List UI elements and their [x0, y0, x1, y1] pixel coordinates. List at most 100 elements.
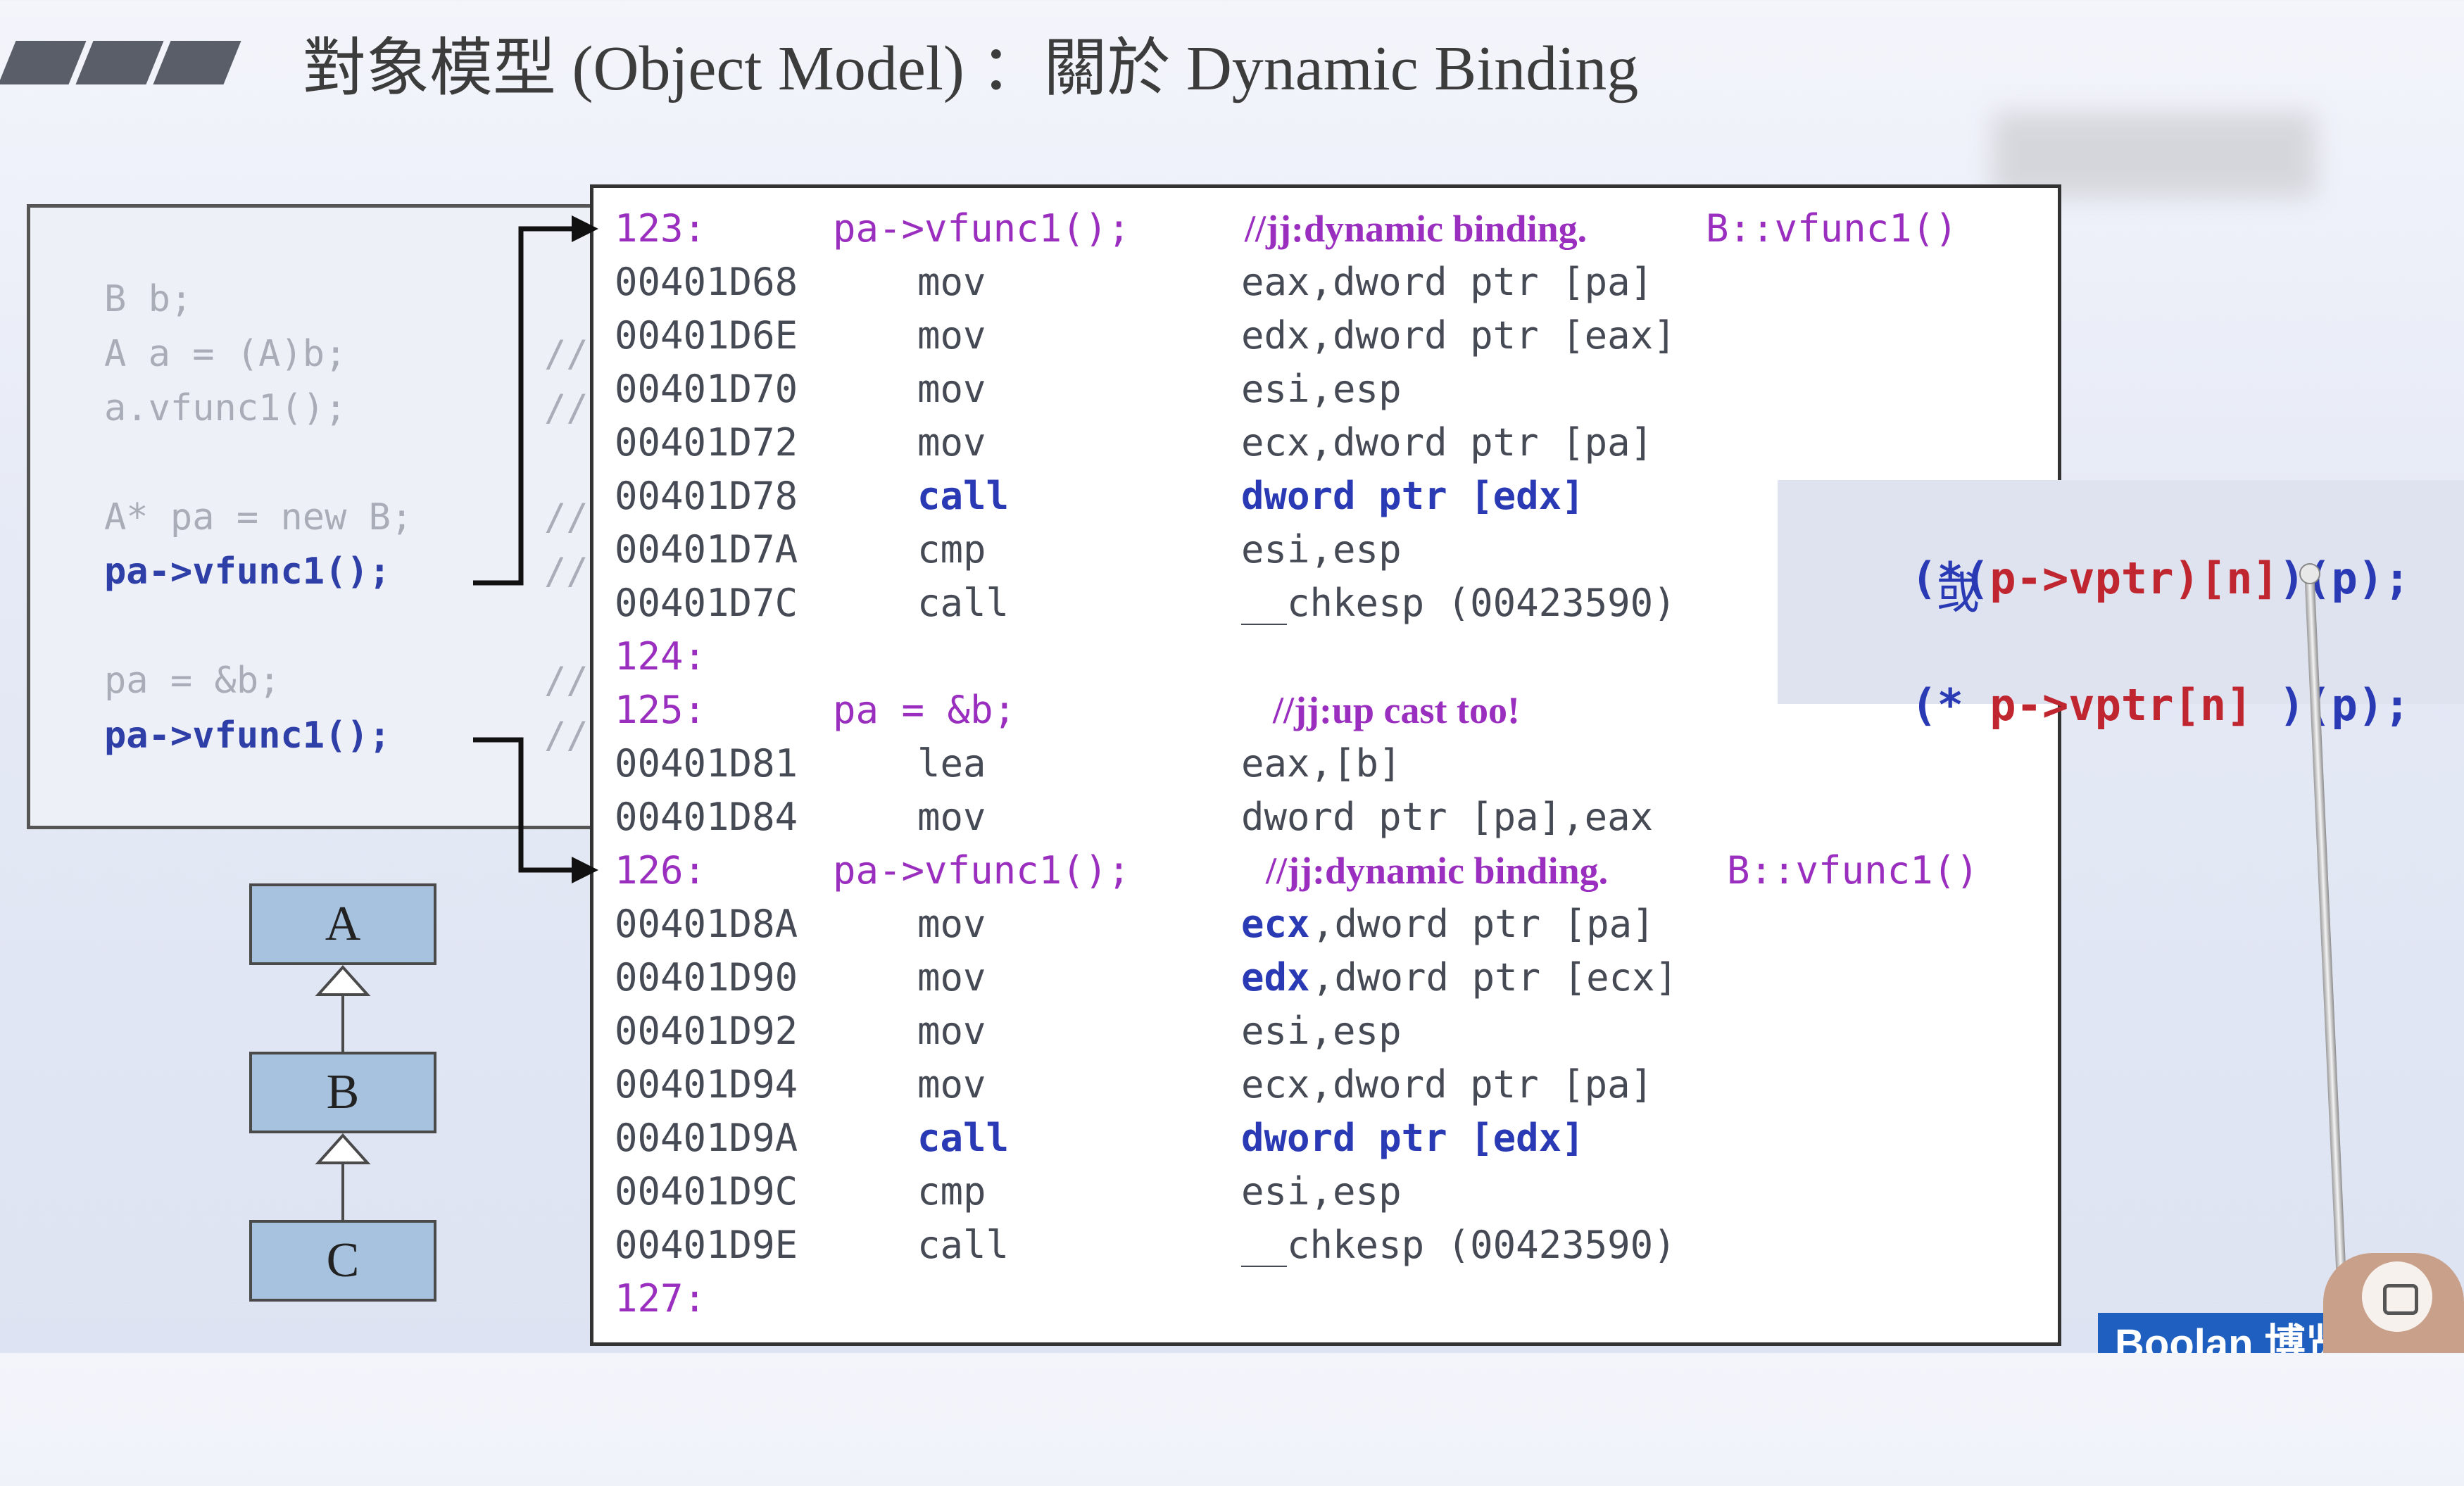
operands: esi,esp [1241, 1009, 1402, 1053]
arrow-line-2 [473, 737, 577, 873]
asm-row: 00401D72 mov ecx,dword ptr [pa] [593, 416, 2058, 470]
arrowhead-2 [572, 857, 598, 883]
blurred-region [1992, 113, 2316, 197]
code-line: A* pa = new B; [104, 496, 413, 539]
opcode: call [917, 581, 1010, 625]
operands-highlighted: dword ptr [edx] [1241, 1116, 1585, 1160]
asm-row: 00401D6E mov edx,dword ptr [eax] [593, 309, 2058, 363]
formula-line-1: (*(p->vptr)[n])(p); [1806, 501, 2410, 655]
code-line: pa = &b; [104, 660, 281, 702]
formula-part: (* [1911, 679, 1990, 731]
opcode: mov [917, 367, 986, 411]
address: 00401D84 [615, 795, 798, 839]
operands: __chkesp (00423590) [1241, 581, 1676, 625]
operands: esi,esp [1241, 1169, 1402, 1214]
address: 00401D72 [615, 420, 798, 465]
operands: ,dword ptr [ecx] [1312, 955, 1678, 1000]
comment-mark: // [544, 333, 589, 375]
asm-comment: //jj:up cast too! [1273, 689, 1520, 731]
line-number: 123: [615, 206, 707, 251]
asm-row: 124: [593, 630, 2058, 684]
formula-line-2: (* p->vptr[n] )(p); [1806, 628, 2410, 782]
pointer-tip [2299, 563, 2320, 584]
opcode: mov [917, 420, 986, 465]
code-line-highlighted: pa->vfunc1(); [104, 714, 391, 757]
asm-row: 00401D81 lea eax,[b] [593, 737, 2058, 791]
asm-comment: //jj:dynamic binding. [1266, 850, 1609, 892]
source-code-panel: B b; A a = (A)b; a.vfunc1(); A* pa = new… [27, 204, 604, 829]
class-box-a: A [249, 883, 436, 965]
address: 00401D7C [615, 581, 798, 625]
address: 00401D90 [615, 955, 798, 1000]
comment-mark: // [544, 660, 589, 702]
watermark-tv-icon [2362, 1261, 2432, 1332]
opcode: cmp [917, 1169, 986, 1214]
opcode-highlighted: call [917, 474, 1010, 518]
asm-row: 00401D70 mov esi,esp [593, 363, 2058, 416]
source-text: pa = &b; [833, 688, 1017, 732]
asm-row: 00401D84 mov dword ptr [pa],eax [593, 791, 2058, 844]
comment-mark: // [544, 496, 589, 539]
opcode: lea [917, 741, 986, 786]
formula-box: (*(p->vptr)[n])(p); 或 (* p->vptr[n] )(p)… [1778, 480, 2464, 731]
opcode: cmp [917, 527, 986, 572]
line-number: 124: [615, 634, 707, 679]
asm-comment: //jj:dynamic binding. [1245, 208, 1588, 250]
operands: eax,dword ptr [pa] [1241, 260, 1654, 304]
opcode: mov [917, 902, 986, 946]
or-label: 或 [1936, 567, 1980, 619]
asm-row: 00401D8A mov ecx ,dword ptr [pa] [593, 898, 2058, 951]
formula-part: p->vptr)[n] [1990, 553, 2279, 604]
asm-row: 00401D90 mov edx ,dword ptr [ecx] [593, 951, 2058, 1005]
opcode: mov [917, 795, 986, 839]
arrowhead-1 [572, 215, 598, 242]
register-highlighted: ecx [1241, 902, 1310, 946]
operands: ecx,dword ptr [pa] [1241, 420, 1654, 465]
comment-mark: // [544, 550, 589, 593]
opcode: mov [917, 1009, 986, 1053]
address: 00401D6E [615, 313, 798, 358]
asm-row: 125: pa = &b; //jj:up cast too! [593, 684, 2058, 737]
asm-row: 127: [593, 1272, 2058, 1326]
disassembly-panel: 123: pa->vfunc1(); //jj:dynamic binding.… [590, 184, 2061, 1346]
slide-title: 對象模型 (Object Model) ：關於 Dynamic Binding [303, 34, 1639, 103]
opcode: mov [917, 260, 986, 304]
source-text: pa->vfunc1(); [833, 206, 1131, 251]
opcode: call [917, 1223, 1010, 1267]
address: 00401D78 [615, 474, 798, 518]
line-number: 125: [615, 688, 707, 732]
address: 00401D68 [615, 260, 798, 304]
formula-part: )(p); [2252, 679, 2410, 731]
operands: edx,dword ptr [eax] [1241, 313, 1676, 358]
line-number: 127: [615, 1276, 707, 1321]
register-highlighted: edx [1241, 955, 1310, 1000]
asm-row: 00401D78 call dword ptr [edx] [593, 470, 2058, 523]
address: 00401D9A [615, 1116, 798, 1160]
asm-comment-code: B::vfunc1() [1706, 206, 1958, 251]
address: 00401D8A [615, 902, 798, 946]
address: 00401D7A [615, 527, 798, 572]
address: 00401D9C [615, 1169, 798, 1214]
opcode: mov [917, 955, 986, 1000]
asm-row: 00401D94 mov ecx,dword ptr [pa] [593, 1058, 2058, 1112]
arrow-line-1 [473, 226, 577, 586]
class-box-c: C [249, 1220, 436, 1302]
opcode-highlighted: call [917, 1116, 1010, 1160]
address: 00401D92 [615, 1009, 798, 1053]
asm-row: 00401D92 mov esi,esp [593, 1005, 2058, 1058]
operands: eax,[b] [1241, 741, 1402, 786]
operands-highlighted: dword ptr [edx] [1241, 474, 1585, 518]
operands: dword ptr [pa],eax [1241, 795, 1654, 839]
asm-row: 00401D9E call __chkesp (00423590) [593, 1219, 2058, 1272]
operands: esi,esp [1241, 527, 1402, 572]
source-text: pa->vfunc1(); [833, 848, 1131, 893]
address: 00401D70 [615, 367, 798, 411]
asm-row: 00401D68 mov eax,dword ptr [pa] [593, 256, 2058, 309]
code-line-highlighted: pa->vfunc1(); [104, 550, 391, 593]
asm-row: 00401D9C cmp esi,esp [593, 1165, 2058, 1219]
code-line: B b; [104, 278, 193, 320]
asm-row: 00401D7C call __chkesp (00423590) [593, 577, 2058, 630]
operands: esi,esp [1241, 367, 1402, 411]
comment-mark: // [544, 387, 589, 429]
address: 00401D94 [615, 1062, 798, 1107]
